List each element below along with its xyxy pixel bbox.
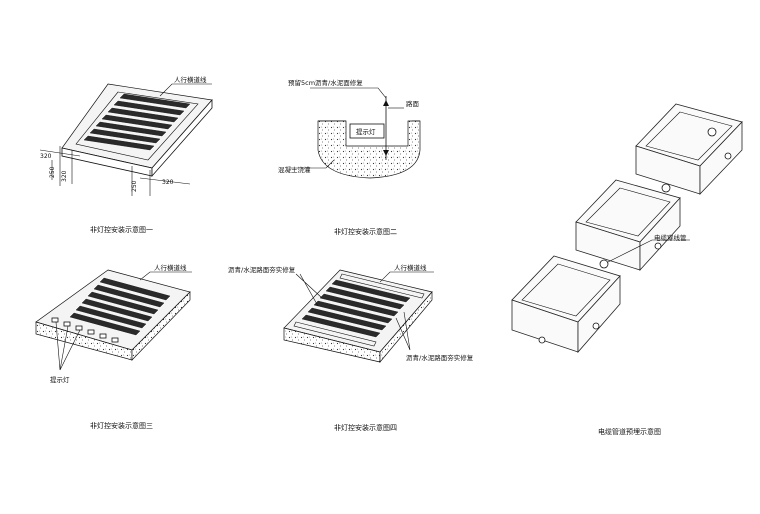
- repair-top-label: 沥青/水泥路面夯实修复: [228, 265, 296, 274]
- dim-label: 250: [49, 166, 56, 178]
- junction-box: [575, 179, 681, 272]
- crosswalk-label: 人行横道线: [154, 263, 187, 272]
- figure-3-caption: 非灯控安装示意图三: [90, 421, 153, 430]
- junction-box: [635, 103, 743, 195]
- crosswalk-label: 人行横道线: [394, 263, 427, 272]
- figure-2-section-view: 提示灯 预留5cm沥青/水泥面修复 路面 混凝土浇灌 非灯控安装示意图二: [278, 78, 421, 236]
- dim-label: 250: [131, 180, 138, 192]
- figure-2-caption: 非灯控安装示意图二: [334, 227, 397, 236]
- figure-5-conduit-boxes: 电缆穿线管 电缆管道预埋示意图: [511, 103, 743, 436]
- crosswalk-bars: [83, 93, 191, 151]
- dimension-lines: [39, 146, 191, 196]
- figure-5-caption: 电缆管道预埋示意图: [598, 427, 661, 436]
- dim-label: 320: [162, 179, 174, 186]
- concrete-label: 混凝土浇灌: [278, 165, 311, 174]
- figure-4-caption: 非灯控安装示意图四: [334, 423, 397, 432]
- figure-1-caption: 非灯控安装示意图一: [90, 225, 153, 234]
- road-label: 路面: [406, 99, 420, 108]
- repair-bottom-label: 沥青/水泥路面夯实修复: [406, 353, 474, 362]
- junction-box: [511, 255, 621, 354]
- crosswalk-bars: [301, 279, 411, 338]
- crosswalk-label: 人行横道线: [174, 75, 207, 84]
- figure-1-top-view: 人行横道线 320 250 320 250 320 非灯控安装示意图一: [39, 75, 213, 234]
- reserve-label: 预留5cm沥青/水泥面修复: [288, 78, 363, 87]
- light-label: 提示灯: [50, 375, 70, 384]
- light-label: 提示灯: [356, 127, 376, 136]
- crosswalk-bars: [69, 277, 171, 336]
- light-row: [51, 317, 119, 343]
- conduit-label: 电缆穿线管: [654, 233, 687, 242]
- dim-label: 320: [40, 153, 52, 160]
- figure-4-perspective: 沥青/水泥路面夯实修复 人行横道线 沥青/水泥路面夯实修复 非灯控安装示意图四: [228, 263, 474, 432]
- dim-label: 320: [61, 170, 68, 182]
- figure-3-perspective: 人行横道线 提示灯 非灯控安装示意图三: [35, 263, 192, 430]
